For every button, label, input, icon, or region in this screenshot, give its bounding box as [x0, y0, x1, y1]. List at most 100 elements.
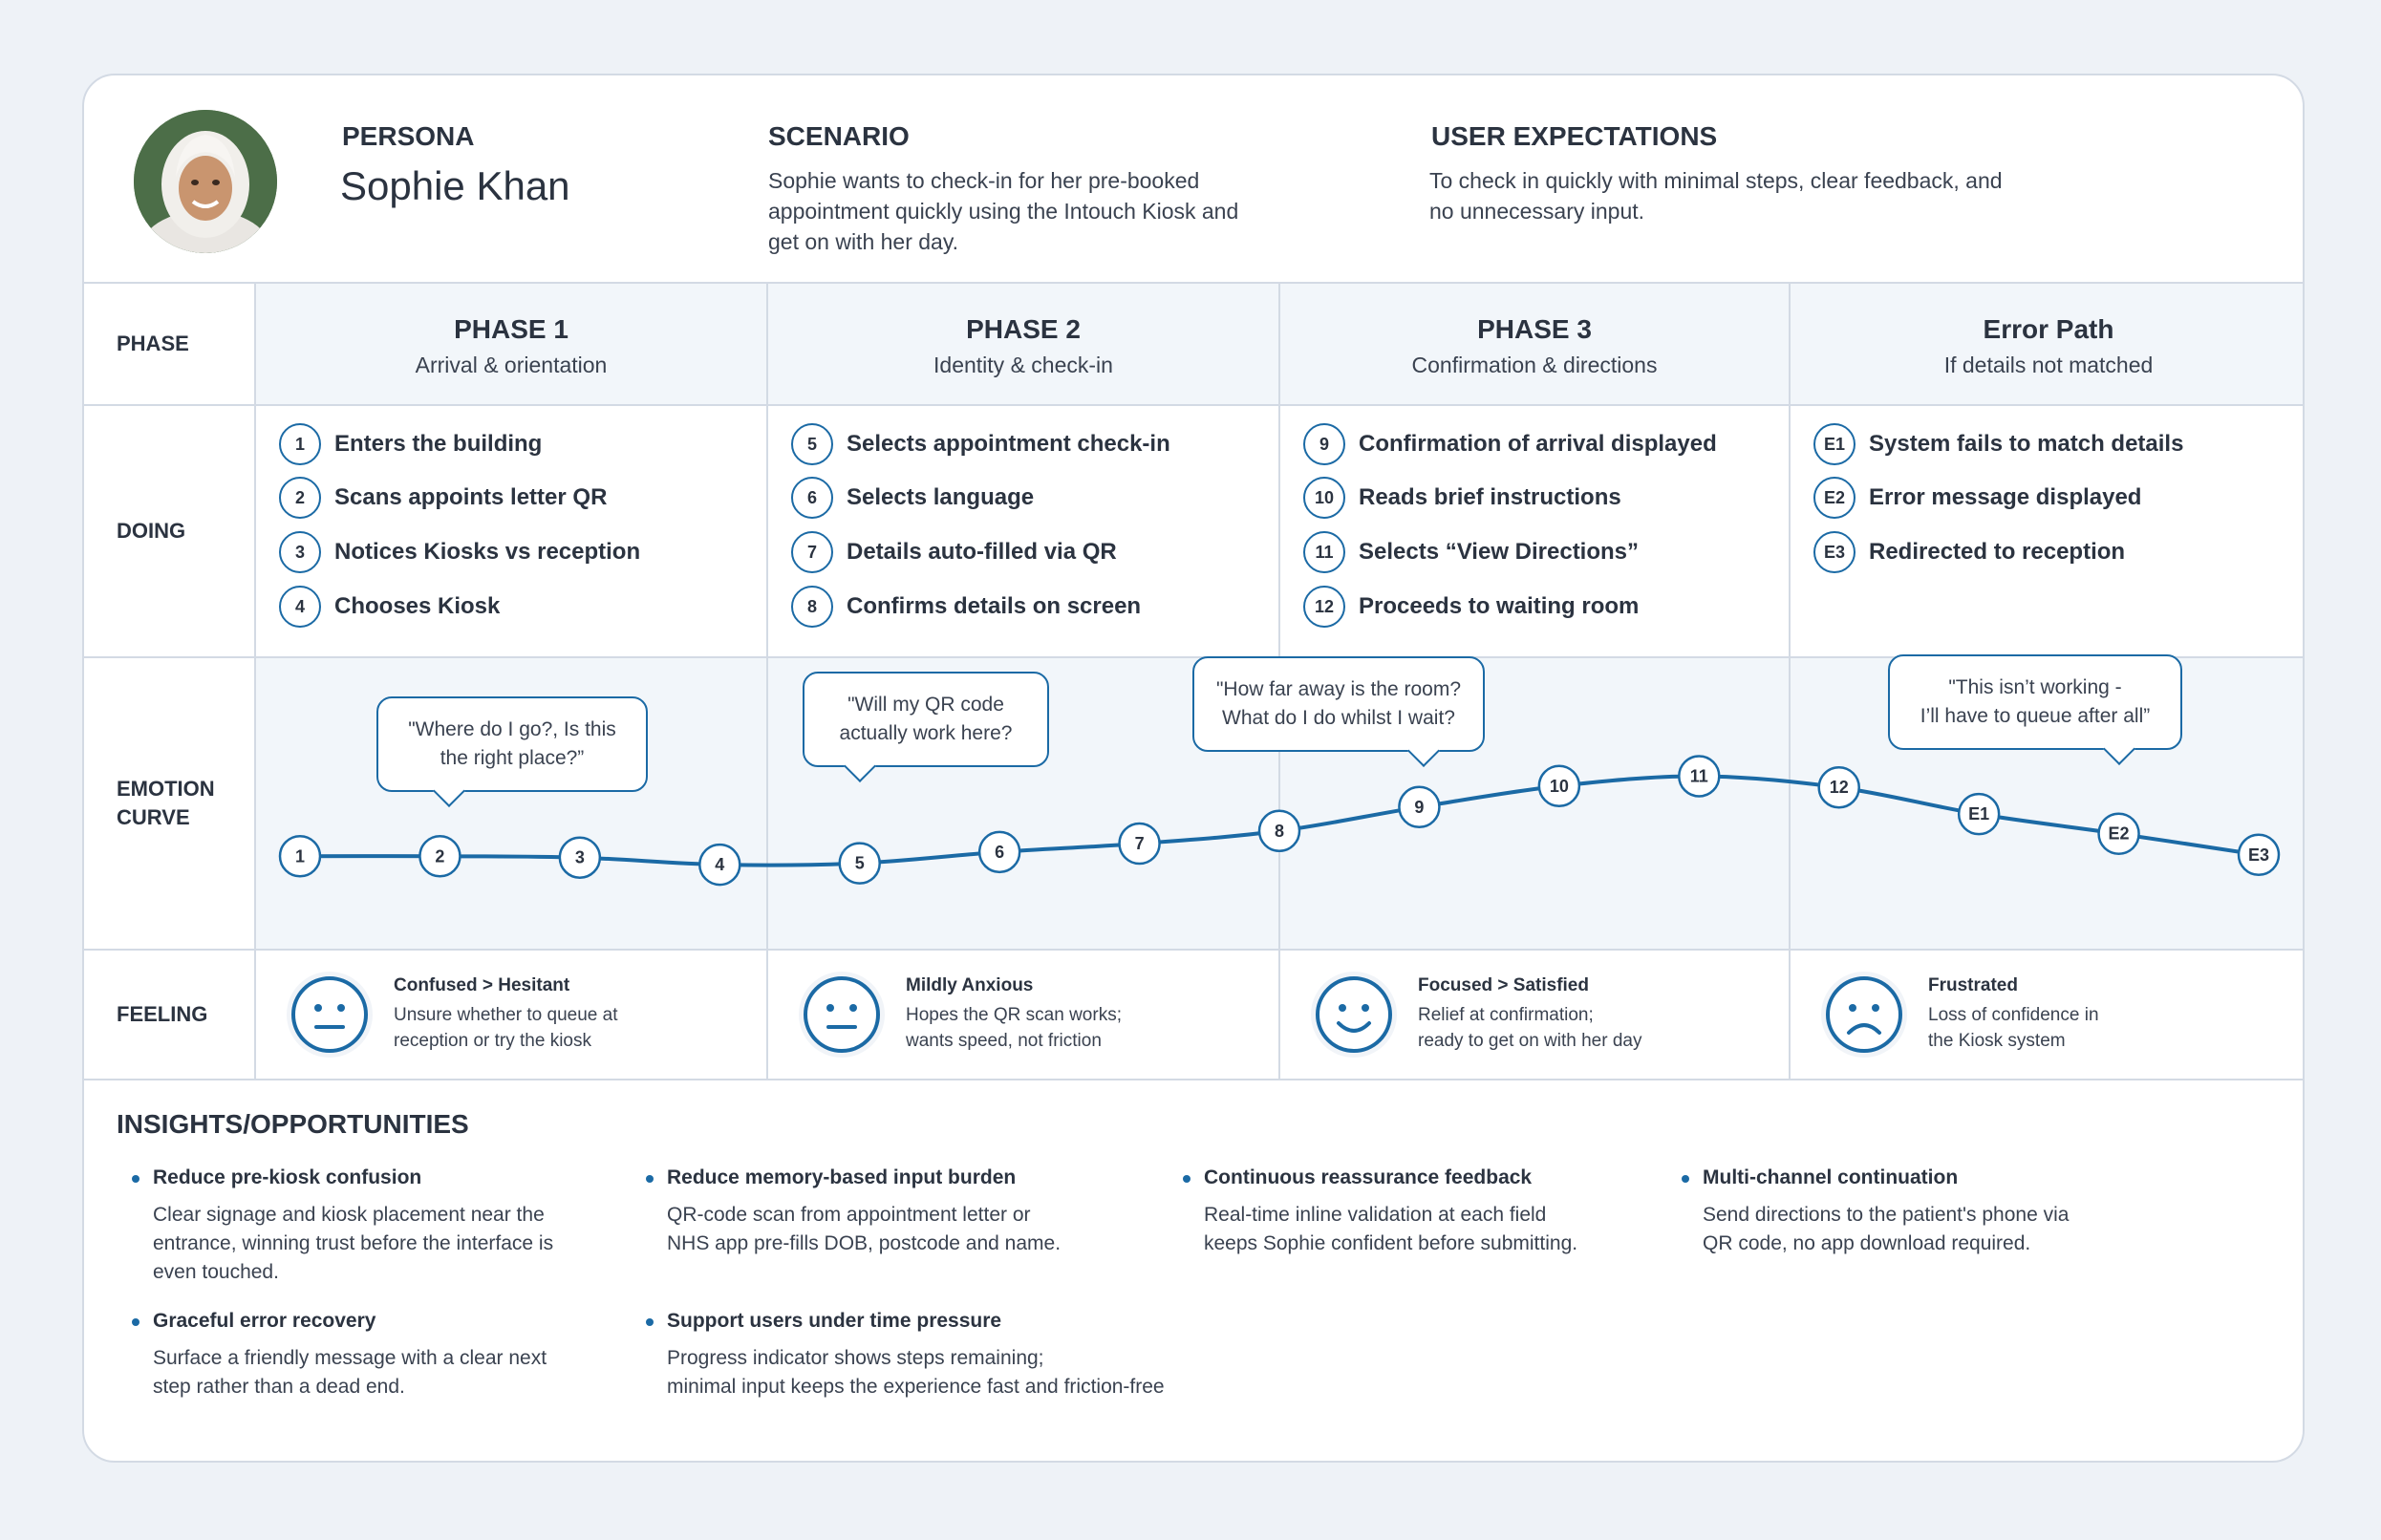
emotion-point: 11: [1678, 755, 1721, 798]
emotion-point-label: E1: [1968, 804, 1989, 823]
emotion-point-marker: [838, 842, 881, 885]
emotion-point-label: 2: [435, 846, 444, 866]
feeling-line: Unsure whether to queue at: [394, 1005, 618, 1025]
step-text: Reads brief instructions: [1359, 484, 1621, 510]
persona-label: PERSONA: [342, 121, 475, 151]
step-number: 2: [279, 477, 321, 519]
step-text: System fails to match details: [1869, 431, 2184, 457]
emotion-point: 5: [838, 842, 881, 885]
sad-face-icon: [1821, 972, 1907, 1058]
emotion-point-label: 5: [855, 854, 865, 873]
insight-title: Support users under time pressure: [646, 1310, 1165, 1333]
emotion-point-label: 10: [1550, 777, 1569, 796]
feeling-description: Loss of confidence in the Kiosk system: [1928, 1002, 2099, 1054]
emotion-point-marker: [977, 830, 1021, 874]
insight-line: Clear signage and kiosk placement near t…: [153, 1204, 545, 1226]
insight-title: Reduce pre-kiosk confusion: [131, 1166, 553, 1189]
feeling-title: Focused > Satisfied: [1418, 975, 1589, 995]
expectations-text: To check in quickly with minimal steps, …: [1429, 168, 2003, 224]
error-path-cell: Error Path If details not matched: [1791, 284, 2303, 404]
insight-line: Send directions to the patient's phone v…: [1703, 1204, 2070, 1226]
step-text: Chooses Kiosk: [334, 593, 501, 619]
emotion-point-label: 1: [295, 846, 305, 866]
insight-title: Multi-channel continuation: [1681, 1166, 2069, 1189]
step-6: 6 Selects language: [791, 477, 1034, 519]
emotion-point-marker: [1678, 755, 1721, 798]
smile-face-icon: [1311, 972, 1397, 1058]
feeling-line: wants speed, not friction: [906, 1031, 1102, 1051]
emotion-point-marker: [278, 835, 322, 878]
step-number: 7: [791, 531, 833, 573]
journey-header: PERSONA Sophie Khan SCENARIO Sophie want…: [84, 75, 2303, 284]
emotion-row-label: EMOTION CURVE: [84, 658, 256, 949]
emotion-point: 6: [977, 830, 1021, 874]
feeling-description: Relief at confirmation; ready to get on …: [1418, 1002, 1641, 1054]
step-text: Confirms details on screen: [847, 593, 1142, 619]
step-number: 6: [791, 477, 833, 519]
emotion-point: 10: [1537, 764, 1581, 807]
error-path-subtitle: If details not matched: [1943, 353, 2154, 377]
feeling-line: the Kiosk system: [1928, 1031, 2066, 1051]
insight-line: QR code, no app download required.: [1703, 1232, 2031, 1254]
bubble-line: What do I do whilst I wait?: [1222, 707, 1455, 729]
insight-title: Continuous reassurance feedback: [1182, 1166, 1577, 1189]
doing-phase-2: 5 Selects appointment check-in 6 Selects l…: [768, 406, 1280, 656]
insight-text: Clear signage and kiosk placement near t…: [153, 1201, 553, 1287]
phase-2-title: PHASE 2: [966, 314, 1081, 344]
feeling-title: Mildly Anxious: [906, 975, 1034, 995]
step-number: 5: [791, 423, 833, 465]
avatar: [134, 110, 277, 253]
emotion-point-label: 8: [1275, 822, 1284, 841]
step-number: 3: [279, 531, 321, 573]
emotion-point: 9: [1398, 785, 1441, 829]
step-text: Error message displayed: [1869, 484, 2142, 510]
emotion-point-label: 6: [995, 843, 1004, 862]
phase-2-cell: PHASE 2 Identity & check-in: [768, 284, 1280, 404]
step-text: Selects appointment check-in: [847, 431, 1170, 457]
error-path-title: Error Path: [1983, 314, 2114, 344]
phase-3-cell: PHASE 3 Confirmation & directions: [1280, 284, 1791, 404]
feeling-line: reception or try the kiosk: [394, 1031, 591, 1051]
bubble-line: I’ll have to queue after all”: [1920, 705, 2151, 727]
phase-2-subtitle: Identity & check-in: [933, 353, 1113, 377]
emotion-point-marker: [1257, 809, 1301, 853]
step-7: 7 Details auto-filled via QR: [791, 531, 1117, 573]
insight-line: step rather than a dead end.: [153, 1376, 405, 1398]
emotion-point-label: E2: [2109, 824, 2130, 844]
step-text: Proceeds to waiting room: [1359, 593, 1640, 619]
step-text: Selects language: [847, 484, 1035, 510]
feeling-description: Hopes the QR scan works; wants speed, no…: [906, 1002, 1122, 1054]
step-number: 11: [1303, 531, 1345, 573]
speech-bubble-2: "Will my QR code actually work here?: [803, 672, 1049, 782]
feeling-line: ready to get on with her day: [1418, 1031, 1642, 1051]
speech-bubble-3: "How far away is the room? What do I do …: [1192, 656, 1485, 767]
insight-title: Graceful error recovery: [131, 1310, 547, 1333]
insight-reassurance: Continuous reassurance feedback Real-tim…: [1182, 1166, 1577, 1258]
emotion-point-marker: [1957, 792, 2001, 836]
insight-text: QR-code scan from appointment letter or …: [667, 1201, 1061, 1258]
step-text: Enters the building: [334, 431, 543, 457]
emotion-point-label: 11: [1690, 766, 1708, 785]
emotion-point-marker: [558, 836, 602, 879]
bubble-line: "How far away is the room?: [1215, 678, 1462, 700]
emotion-point: 12: [1817, 765, 1860, 809]
emotion-point-marker: [418, 835, 461, 878]
feeling-description: Unsure whether to queue at reception or …: [394, 1002, 618, 1054]
feeling-error-path: Frustrated Loss of confidence in the Kio…: [1791, 951, 2303, 1079]
step-text: Details auto-filled via QR: [847, 539, 1117, 565]
neutral-face-icon: [287, 972, 373, 1058]
insight-line: entrance, winning trust before the inter…: [153, 1232, 554, 1254]
step-number: E3: [1813, 531, 1855, 573]
emotion-point-label: 3: [575, 848, 585, 867]
